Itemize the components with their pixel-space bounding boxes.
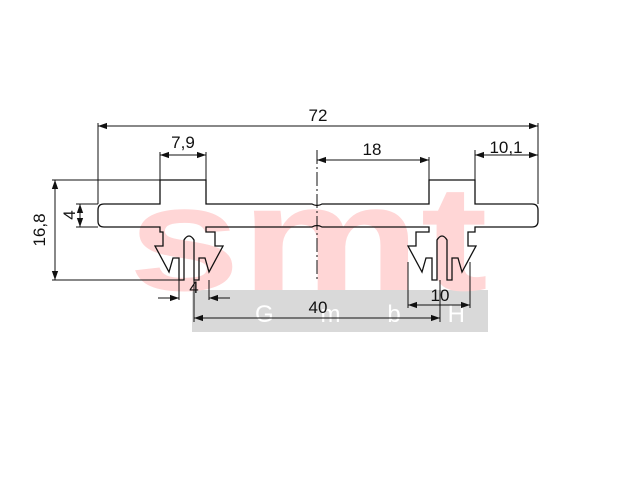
dimension-lines <box>51 122 538 322</box>
profile-outline <box>97 179 539 281</box>
dim-clip-width: 10 <box>431 286 450 305</box>
dim-total-height: 16,8 <box>30 213 49 246</box>
dim-clip-spacing: 40 <box>309 298 328 317</box>
dim-left-upper-width: 7,9 <box>171 133 195 152</box>
smt-logo: smt <box>128 154 488 322</box>
dim-overall-width: 72 <box>309 106 328 125</box>
dim-right-upper-offset: 18 <box>363 140 382 159</box>
dim-flange-thickness: 4 <box>60 210 79 219</box>
gmbh-band <box>192 290 488 332</box>
dimension-labels: 72 7,9 18 10,1 16,8 4 4 10 40 <box>30 106 523 317</box>
dim-right-edge-offset: 10,1 <box>489 138 522 157</box>
dim-slot-width: 4 <box>189 278 198 297</box>
